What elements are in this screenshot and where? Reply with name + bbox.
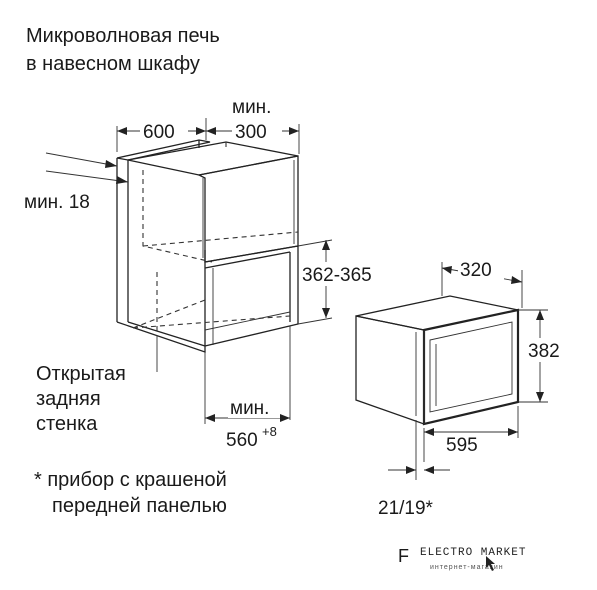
dimension-362-365: 362-365	[297, 239, 396, 325]
footnote-line-2: передней панелью	[52, 495, 227, 517]
dimension-600: 600	[116, 118, 207, 152]
title-line-1: Микроволновая печь	[26, 25, 220, 47]
dim-min-niche-value: 560	[226, 430, 258, 451]
dimension-min-18: мин. 18	[24, 152, 129, 213]
dim-min-depth-value: 300	[235, 122, 267, 143]
note-open-back-1: Открытая	[36, 363, 126, 385]
dimension-min-560: мин. 560 +8	[204, 326, 291, 451]
dim-oven-depth: 320	[460, 260, 492, 281]
dim-cabinet-width: 600	[143, 122, 175, 143]
dimension-595: 595	[423, 406, 519, 462]
footnote-line-1: * прибор с крашеной	[34, 469, 227, 491]
dim-min-panel: мин. 18	[24, 192, 90, 213]
dim-oven-width: 595	[446, 435, 478, 456]
title-line-2: в навесном шкафу	[26, 53, 200, 75]
dimension-min-300: мин. 300	[206, 97, 300, 154]
dim-min-niche-sup: +8	[262, 424, 277, 439]
dim-min-niche-label: мин.	[230, 398, 269, 419]
note-open-back-2: задняя	[36, 388, 101, 410]
watermark-brand: ELECTRO MARKET	[420, 547, 526, 559]
watermark-logo: F ELECTRO MARKET интернет-магазин	[398, 546, 526, 571]
dim-oven-height: 382	[528, 341, 560, 362]
dim-min-depth-label: мин.	[232, 97, 271, 118]
cursor-icon	[486, 556, 495, 571]
dimension-320: 320	[441, 258, 523, 308]
dimension-382: 382	[518, 309, 582, 403]
open-back-note: Открытая задняя стенка	[36, 335, 158, 435]
watermark-letter: F	[398, 546, 409, 566]
microwave-oven	[355, 295, 520, 426]
note-open-back-3: стенка	[36, 413, 98, 435]
dim-panel-offset: 21/19*	[378, 498, 434, 519]
dimension-21-19: 21/19*	[378, 420, 450, 519]
watermark-sub: интернет-магазин	[430, 564, 504, 571]
dim-niche-height: 362-365	[302, 265, 372, 286]
wall-cabinet	[116, 139, 299, 353]
